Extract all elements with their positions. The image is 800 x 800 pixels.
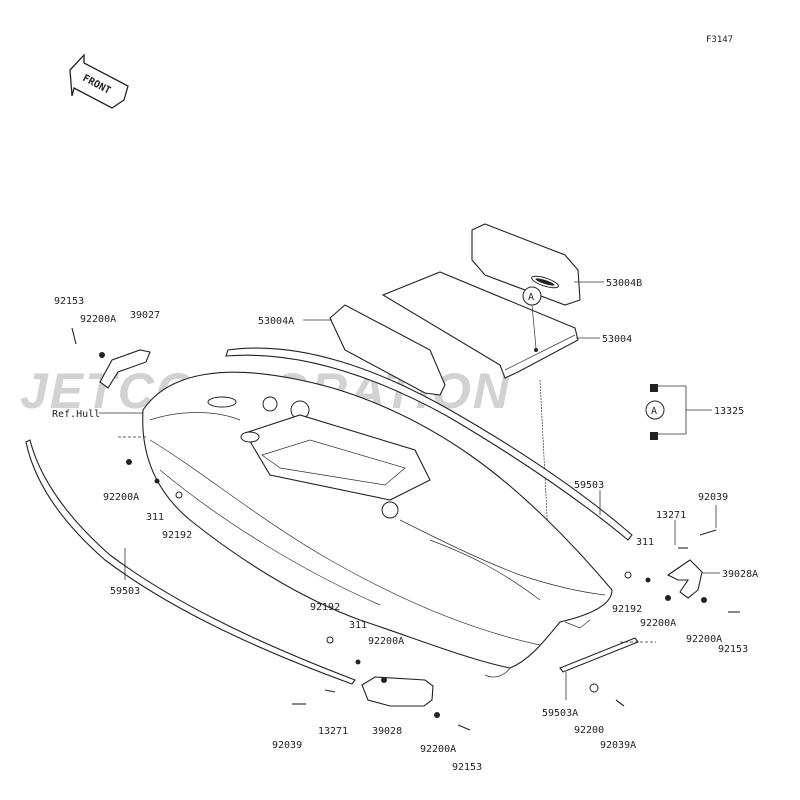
part-label-92200a: 92200A [80, 314, 116, 325]
part-label-92153: 92153 [718, 644, 748, 655]
part-label-53004b: 53004B [606, 278, 642, 289]
rail-59503A [559, 637, 639, 673]
bracket-39027 [99, 349, 151, 389]
bracket-39028 [361, 676, 434, 707]
marker-a-13325-label: A [651, 406, 657, 417]
part-label-92200a: 92200A [640, 618, 676, 629]
rail-59503-left [25, 439, 356, 685]
part-label-92200a: 92200A [686, 634, 722, 645]
part-label-13271: 13271 [656, 510, 686, 521]
part-label-92192: 92192 [162, 530, 192, 541]
part-label-92200a: 92200A [103, 492, 139, 503]
part-label-92200: 92200 [574, 725, 604, 736]
rail-59503-right [225, 347, 633, 541]
part-label-59503a: 59503A [542, 708, 578, 719]
part-label-92153: 92153 [452, 762, 482, 773]
part-label-59503: 59503 [574, 480, 604, 491]
part-label-311: 311 [636, 537, 654, 548]
mat-53004A [329, 304, 446, 396]
part-label-92039: 92039 [272, 740, 302, 751]
marker-a-mat-label: A [528, 292, 534, 303]
part-label-92153: 92153 [54, 296, 84, 307]
ref-hull-label: Ref.Hull [52, 409, 100, 420]
part-label-92200a: 92200A [420, 744, 456, 755]
part-label-92200a: 92200A [368, 636, 404, 647]
part-label-39027: 39027 [130, 310, 160, 321]
front-arrow-icon: FRONT [69, 53, 129, 109]
part-label-13271: 13271 [318, 726, 348, 737]
part-label-92039a: 92039A [600, 740, 636, 751]
part-label-53004a: 53004A [258, 316, 294, 327]
leader-lines [99, 281, 720, 700]
part-label-39028a: 39028A [722, 569, 758, 580]
part-label-92192: 92192 [612, 604, 642, 615]
part-label-59503: 59503 [110, 586, 140, 597]
part-13325-group: A [645, 384, 712, 440]
part-label-39028: 39028 [372, 726, 402, 737]
part-label-92039: 92039 [698, 492, 728, 503]
part-label-311: 311 [146, 512, 164, 523]
hardware-parts [71, 327, 740, 731]
mat-53004B [471, 223, 581, 306]
bracket-39028A [666, 559, 703, 599]
part-label-13325: 13325 [714, 406, 744, 417]
part-label-53004: 53004 [602, 334, 632, 345]
figure-code: F3147 [706, 35, 733, 45]
mat-53004 [381, 271, 579, 379]
part-label-92192: 92192 [310, 602, 340, 613]
part-label-311: 311 [349, 620, 367, 631]
hull-outline [142, 371, 613, 678]
